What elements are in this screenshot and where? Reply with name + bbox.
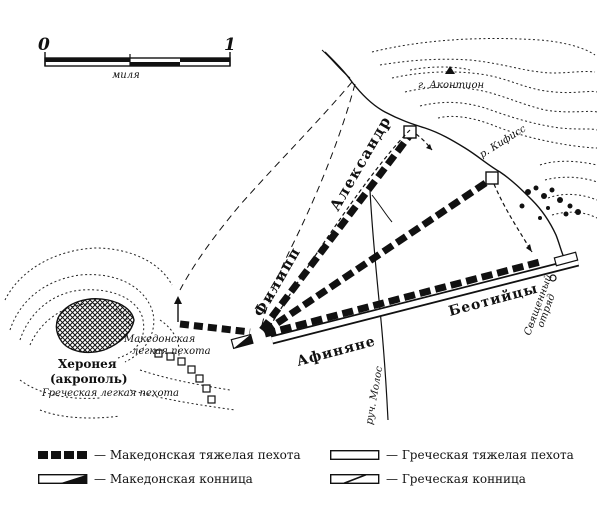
legend-item-greek-heavy: — Греческая тяжелая пехота: [330, 448, 574, 462]
macedonian-cavalry: [230, 333, 254, 350]
stream-mologos-label: руч. Молос: [364, 365, 385, 425]
greek-light-label: Греческая легкая пехота: [41, 388, 179, 399]
legend-label: — Македонская конница: [94, 472, 253, 486]
legend-label: — Македонская тяжелая пехота: [94, 448, 301, 462]
legend: — Македонская тяжелая пехота — Македонск…: [0, 440, 597, 508]
bushes: [519, 185, 581, 220]
chaeronea-sublabel: (акрополь): [50, 372, 128, 386]
chaeronea-label: Херонея: [58, 357, 117, 371]
mac-heavy-symbol-icon: [38, 451, 87, 459]
legend-item-mac-heavy: — Македонская тяжелая пехота: [38, 448, 301, 462]
greek-light-infantry: [154, 349, 216, 404]
mountain-contours: [371, 38, 597, 219]
macedonian-heavy-infantry: [179, 132, 541, 338]
roads: [179, 81, 356, 326]
macedonian-light-label: Македонская: [123, 334, 195, 345]
legend-item-mac-cav: — Македонская конница: [38, 472, 253, 486]
scale-unit: миля: [112, 70, 140, 81]
mountain-icon: [445, 66, 455, 74]
scale-one: 1: [224, 35, 236, 55]
chaeronea-acropolis: [55, 298, 135, 354]
scale-zero: 0: [38, 35, 50, 55]
greek-cav-symbol-icon: [330, 473, 380, 485]
mountain-label: г. Аконтион: [418, 80, 484, 91]
sacred-band: [549, 251, 579, 282]
macedonian-light-sublabel: легкая пехота: [132, 346, 211, 357]
river-kephisos-label: р. Кифисс: [478, 123, 529, 160]
legend-item-greek-cav: — Греческая конница: [330, 472, 526, 486]
legend-label: — Греческая конница: [386, 472, 526, 486]
greek-heavy-symbol-icon: [330, 450, 380, 461]
athenians-label: Афиняне: [295, 333, 378, 369]
scale-bar: 0 1 миля: [38, 35, 236, 81]
greek-heavy-infantry: [270, 257, 580, 345]
river-kephisos: [324, 51, 567, 263]
legend-label: — Греческая тяжелая пехота: [386, 448, 574, 462]
mac-cav-symbol-icon: [38, 474, 88, 485]
